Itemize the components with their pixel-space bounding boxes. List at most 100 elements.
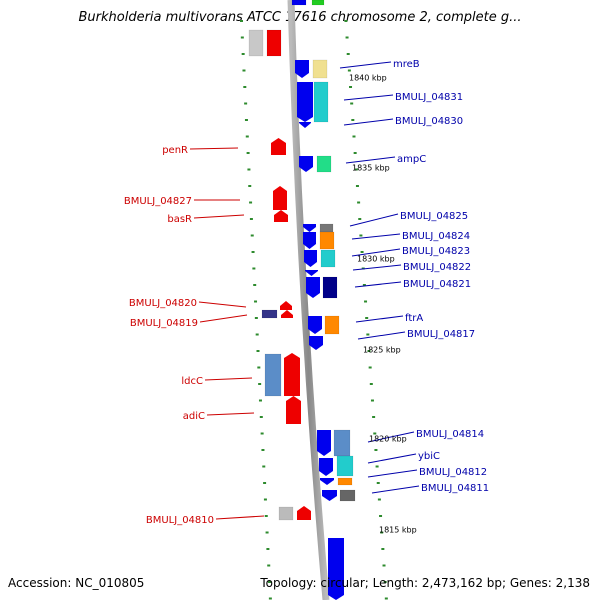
reverse-gene-label[interactable]: adiC [183,411,205,422]
scale-label: 1815 kbp [379,526,417,535]
tick-mark [366,333,370,336]
forward-gene-arrow-icon[interactable] [322,490,337,501]
tick-mark [380,531,384,534]
tick-mark [365,317,369,319]
gene-features [248,0,356,600]
tick-mark [268,581,272,583]
feature-block [266,29,282,57]
reverse-gene-label[interactable]: penR [162,145,188,156]
tick-mark [261,449,265,451]
feature-block [322,276,338,299]
feature-block [311,0,325,6]
forward-gene-arrow-icon[interactable] [299,122,311,128]
forward-gene-arrow-icon[interactable] [306,277,320,298]
forward-gene-label[interactable]: BMULJ_04814 [416,429,484,440]
tick-mark [383,581,387,583]
tick-mark [257,366,261,369]
leader-line [355,315,404,323]
forward-gene-arrow-icon[interactable] [303,224,316,232]
leader-line [339,61,392,69]
reverse-gene-arrow-icon[interactable] [281,310,293,318]
forward-gene-arrow-icon[interactable] [303,232,316,249]
tick-mark [379,515,383,517]
tick-mark [242,69,246,72]
tick-mark [355,185,359,187]
forward-gene-arrow-icon[interactable] [295,60,309,78]
tick-mark [373,432,377,435]
forward-gene-label[interactable]: BMULJ_04823 [402,246,470,257]
forward-gene-arrow-icon[interactable] [319,458,333,476]
forward-gene-label[interactable]: BMULJ_04817 [407,329,475,340]
leader-line [343,118,394,126]
forward-gene-arrow-icon[interactable] [297,82,313,122]
forward-gene-label[interactable]: ftrA [405,313,423,324]
forward-gene-label[interactable]: BMULJ_04824 [402,231,470,242]
forward-gene-arrow-icon[interactable] [309,336,323,350]
reverse-gene-arrow-icon[interactable] [280,301,292,310]
forward-gene-label[interactable]: BMULJ_04831 [395,92,463,103]
tick-mark [244,119,248,121]
reverse-gene-label[interactable]: basR [167,214,192,225]
forward-gene-label[interactable]: BMULJ_04830 [395,116,463,127]
leader-line [371,485,420,494]
tick-mark [249,201,253,204]
reverse-gene-label[interactable]: BMULJ_04810 [146,515,214,526]
tick-mark [368,366,372,369]
forward-gene-arrow-icon[interactable] [320,478,334,485]
scale-label: 1830 kbp [357,255,395,264]
reverse-gene-label[interactable]: BMULJ_04827 [124,196,192,207]
tick-mark [347,69,351,72]
reverse-gene-arrow-icon[interactable] [297,506,311,520]
forward-gene-label[interactable]: BMULJ_04825 [400,211,468,222]
tick-mark [258,399,262,402]
genome-summary-text: Topology: circular; Length: 2,473,162 bp… [260,576,590,590]
forward-gene-arrow-icon[interactable] [308,316,322,334]
accession-text: Accession: NC_010805 [8,576,145,590]
chromosome-backbone [287,0,330,600]
forward-gene-label[interactable]: BMULJ_04811 [421,483,489,494]
reverse-gene-label[interactable]: ldcC [181,376,203,387]
forward-gene-label[interactable]: ampC [397,154,426,165]
tick-mark [250,234,254,237]
leader-line [206,412,255,416]
feature-block [320,249,336,268]
forward-gene-label[interactable]: mreB [393,59,420,70]
leader-line [351,248,401,257]
leader-line [198,301,247,308]
reverse-gene-arrow-icon[interactable] [273,186,287,210]
feature-block [291,0,307,6]
leader-line [349,213,399,227]
tick-mark [372,416,376,418]
leader-line [357,331,406,340]
forward-gene-arrow-icon[interactable] [305,270,318,276]
reverse-gene-label[interactable]: BMULJ_04820 [129,298,197,309]
reverse-gene-arrow-icon[interactable] [284,353,300,396]
tick-mark [375,465,379,468]
tick-mark [345,36,349,39]
tick-mark [251,251,255,253]
forward-gene-label[interactable]: BMULJ_04822 [403,262,471,273]
tick-mark [360,251,364,253]
forward-gene-arrow-icon[interactable] [304,250,317,267]
forward-gene-arrow-icon[interactable] [328,538,344,600]
forward-gene-label[interactable]: ybiC [418,451,440,462]
reverse-gene-arrow-icon[interactable] [271,138,286,155]
reverse-gene-label[interactable]: BMULJ_04819 [130,318,198,329]
tick-mark [249,218,253,220]
tick-mark [245,135,249,138]
leader-line [367,453,417,464]
tick-mark [267,564,271,567]
forward-gene-arrow-icon[interactable] [299,156,313,172]
tick-mark [260,432,264,435]
tick-mark [248,185,252,187]
feature-block [313,81,329,123]
scale-label: 1825 kbp [363,346,401,355]
forward-gene-label[interactable]: BMULJ_04821 [403,279,471,290]
forward-gene-arrow-icon[interactable] [317,430,331,456]
reverse-gene-arrow-icon[interactable] [286,396,301,424]
scale-label: 1840 kbp [349,74,387,83]
tick-mark [263,498,267,501]
forward-gene-label[interactable]: BMULJ_04812 [419,467,487,478]
reverse-gene-arrow-icon[interactable] [274,210,288,222]
tick-mark [358,218,362,220]
